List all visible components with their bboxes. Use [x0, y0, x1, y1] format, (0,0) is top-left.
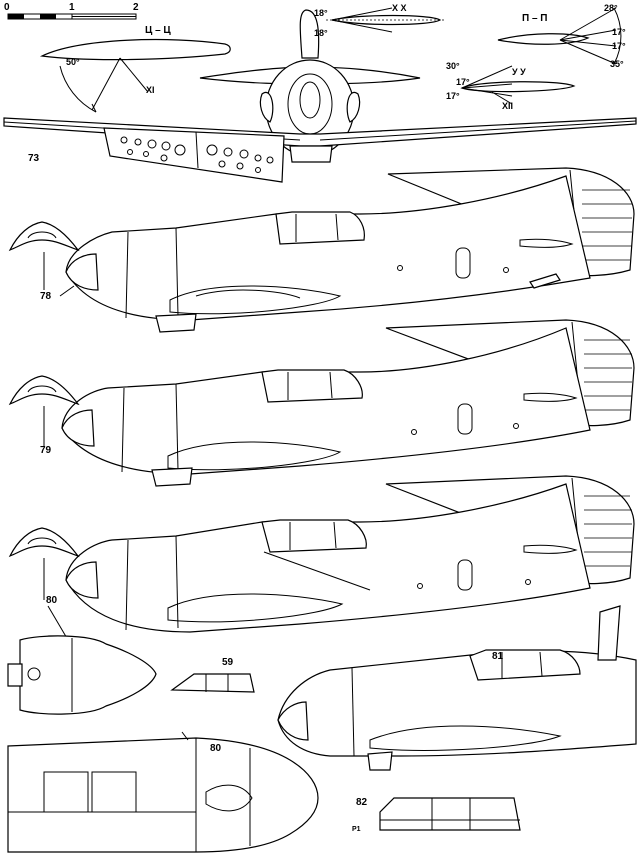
section-x-x-angle-bottom: 18° [314, 28, 328, 38]
canopy-small [170, 673, 255, 693]
section-p-p-angle-3: 17° [612, 41, 626, 51]
wing-root-plan [7, 731, 319, 853]
side-profile-1 [8, 167, 635, 333]
section-x-x-title: Х Х [392, 3, 407, 13]
section-c-c-title: Ц – Ц [145, 25, 171, 36]
section-c-c-ref: XI [146, 85, 155, 95]
section-c-c-angle: 50° [66, 57, 80, 67]
scale-bar [7, 13, 137, 20]
front-view-aircraft [3, 9, 637, 183]
callout-nose-detail: 80 [210, 743, 222, 754]
nose-top-detail [7, 635, 157, 715]
callout-canopy-strip: 82 [356, 797, 368, 808]
section-u-u-title: У У [512, 67, 526, 77]
scale-tick-2: 2 [133, 2, 139, 13]
callout-profile-2: 79 [40, 445, 52, 456]
fuselage-detail [277, 605, 637, 771]
section-p-p-title: П – П [522, 13, 548, 24]
section-p-p-angle-1: 28° [604, 3, 618, 13]
callout-fuselage-detail: 81 [492, 651, 504, 662]
underwing-holes [120, 136, 274, 173]
section-u-u [460, 65, 576, 105]
section-x-x [326, 7, 444, 33]
section-u-u-angle-1: 30° [446, 61, 460, 71]
section-u-u-angle-3: 17° [446, 91, 460, 101]
section-p-p [497, 7, 622, 65]
callout-profile-1: 78 [40, 291, 52, 302]
scale-tick-0: 0 [4, 2, 10, 13]
section-p-p-angle-4: 35° [610, 59, 624, 69]
callout-canopy-small: 59 [222, 657, 234, 668]
callout-strip-marks: P1 [352, 826, 361, 833]
scale-tick-1: 1 [69, 2, 75, 13]
section-p-p-angle-2: 17° [612, 27, 626, 37]
section-u-u-ref: XII [502, 101, 514, 111]
section-x-x-angle-top: 18° [314, 8, 328, 18]
section-u-u-angle-2: 17° [456, 77, 470, 87]
callout-profile-3: 80 [46, 595, 58, 606]
side-profile-2 [8, 319, 635, 487]
section-c-c-airfoil [39, 38, 231, 113]
canopy-strip [379, 797, 521, 831]
side-profile-3 [8, 475, 635, 641]
callout-wing: 73 [28, 153, 40, 164]
